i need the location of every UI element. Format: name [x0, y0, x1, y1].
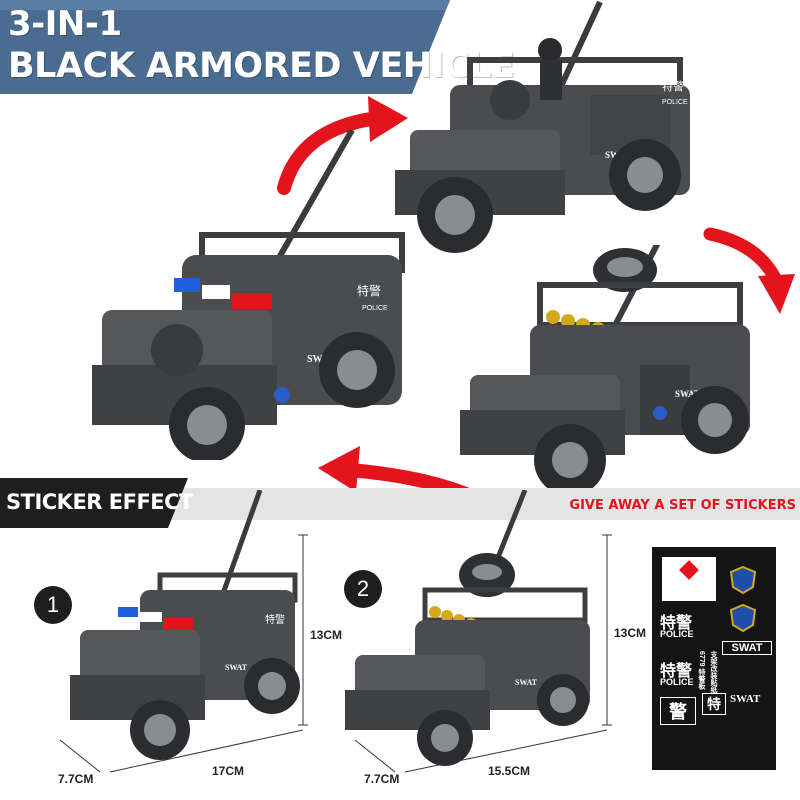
- decal-swat: SWAT: [675, 389, 700, 399]
- vehicle-rack-right: SWAT: [460, 245, 750, 496]
- sticker-police-1: POLICE: [660, 629, 694, 639]
- decal-police: POLICE: [662, 99, 688, 106]
- sticker-chinese-small: 特: [702, 693, 726, 715]
- sticker-chinese-1: 特警: [660, 615, 693, 632]
- sticker-sheet: 特警 POLICE SWAT 6779 特警板 支架改装贴纸 特警 POLICE…: [652, 547, 776, 770]
- brand-logo: [662, 557, 716, 601]
- sticker-effect-bar: STICKER EFFECT GIVE AWAY A SET OF STICKE…: [0, 478, 800, 528]
- sticker-chinese-box: 警: [660, 697, 696, 725]
- sticker-swat-2: SWAT: [730, 693, 761, 705]
- variant-1-width: 7.7CM: [58, 772, 94, 786]
- decal-chinese: 特警: [662, 79, 684, 93]
- title-line-2: BLACK ARMORED VEHICLE: [8, 46, 515, 86]
- sticker-police-2: POLICE: [660, 677, 694, 687]
- variant-1-length: 17CM: [212, 764, 245, 778]
- sticker-chinese-2: 特警: [660, 663, 693, 680]
- decal-chinese: 特警: [265, 613, 285, 626]
- decal-swat: SWAT: [225, 663, 248, 672]
- sticker-model-text-2: 支架改装贴纸: [710, 651, 717, 693]
- brand-logo-mark: [679, 560, 699, 580]
- variant-2-height: 13CM: [614, 626, 647, 640]
- variant-1-height: 13CM: [310, 628, 343, 642]
- giveaway-label: GIVE AWAY A SET OF STICKERS: [569, 498, 796, 513]
- sticker-effect-label: STICKER EFFECT: [6, 490, 193, 514]
- decal-swat: SWAT: [515, 678, 538, 687]
- title-banner-bg: [0, 0, 450, 94]
- sticker-model-text: 6779 特警板: [698, 651, 705, 690]
- police-badge-icon-2: [729, 603, 757, 633]
- sticker-bar-bg: [0, 478, 800, 528]
- variant-1-badge: 1: [34, 586, 72, 624]
- sticker-swat-1: SWAT: [722, 641, 772, 655]
- title-banner: 3-IN-1 BLACK ARMORED VEHICLE: [0, 0, 515, 94]
- vehicle-police-top: 特警 POLICE SWAT: [395, 0, 690, 253]
- decal-police: POLICE: [362, 305, 388, 312]
- decal-chinese: 特警: [357, 283, 381, 298]
- vehicle-police-left: 特警 POLICE SWAT: [92, 130, 405, 460]
- variant-2-length: 15.5CM: [488, 764, 531, 778]
- police-badge-icon: [729, 565, 757, 595]
- arrow-top-right: [703, 227, 795, 314]
- arrow-top-left: [277, 96, 408, 195]
- vehicle-variant-1: 特警 SWAT: [70, 490, 300, 760]
- variant-2-badge: 2: [344, 570, 382, 608]
- vehicle-variant-2: SWAT: [345, 490, 590, 766]
- variant-2-width: 7.7CM: [364, 772, 400, 786]
- title-line-1: 3-IN-1: [8, 4, 122, 44]
